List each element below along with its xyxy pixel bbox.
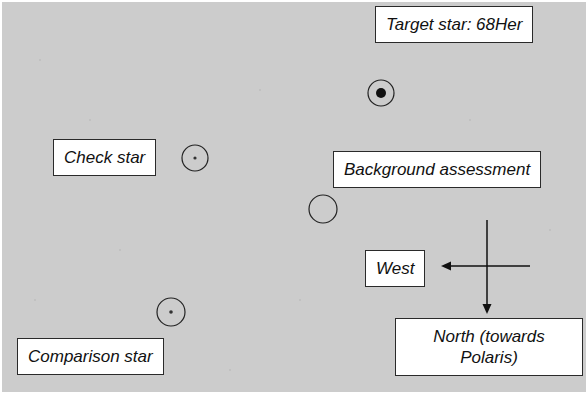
background-label: Background assessment — [333, 151, 541, 188]
west-label: West — [365, 250, 425, 287]
aperture-circles — [157, 80, 394, 326]
label-text: Target star: 68Her — [386, 15, 522, 34]
label-text: North (towards Polaris) — [433, 327, 544, 367]
compass-cross — [441, 220, 530, 314]
label-text: Background assessment — [344, 160, 530, 179]
label-text: Check star — [64, 148, 145, 167]
north-label: North (towards Polaris) — [395, 318, 583, 376]
background-aperture — [309, 195, 337, 223]
check-aperture — [182, 145, 208, 171]
target-star — [376, 88, 386, 98]
check-label: Check star — [53, 139, 156, 176]
comparison-aperture — [157, 298, 185, 326]
target-label: Target star: 68Her — [375, 6, 533, 43]
comparison-label: Comparison star — [17, 338, 164, 375]
label-text: West — [376, 259, 414, 278]
check-star — [193, 156, 196, 159]
comparison-star — [169, 310, 173, 314]
label-text: Comparison star — [28, 347, 153, 366]
target-aperture — [368, 80, 394, 106]
